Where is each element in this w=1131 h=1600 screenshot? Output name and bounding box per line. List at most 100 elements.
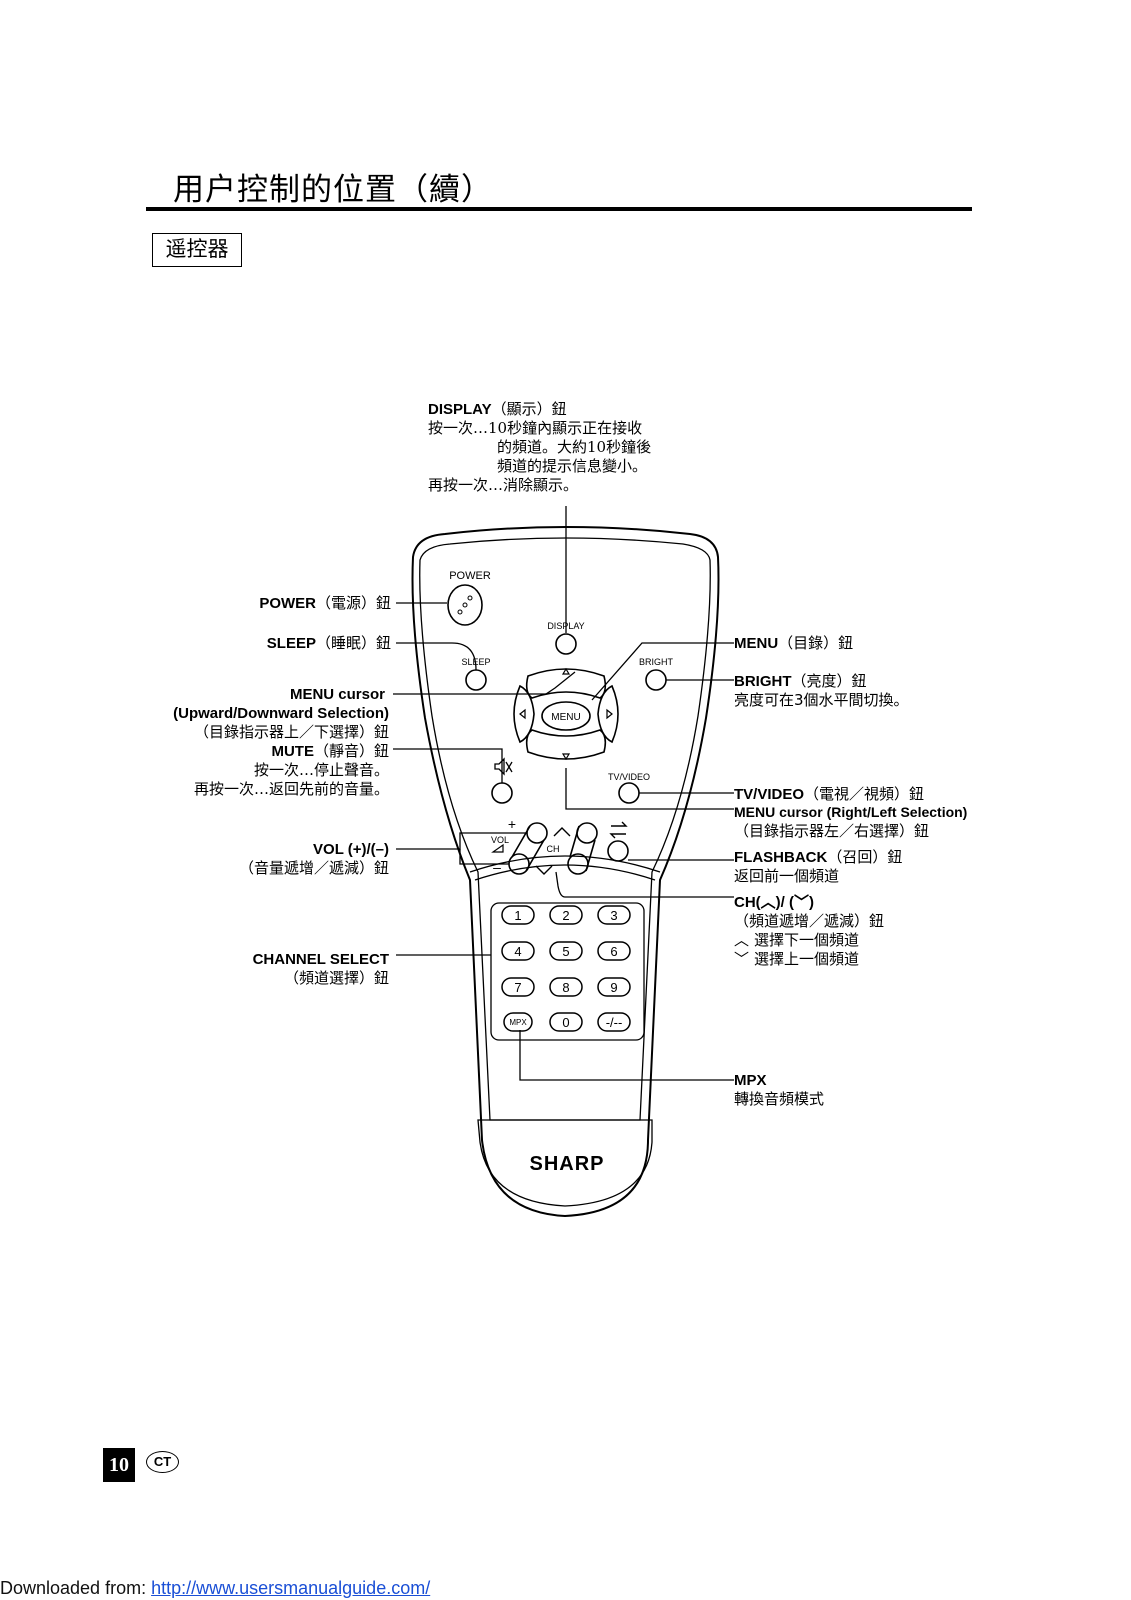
display-label-suffix: （顯示）鈕 [491,400,567,418]
display-desc-3: 頻道的提示信息變小。 [497,457,648,475]
menu-label-suffix: （目錄）鈕 [778,634,854,652]
bright-desc: 亮度可在3個水平間切換。 [734,691,909,709]
menu-cursor-ud-line2: (Upward/Downward Selection) [173,705,389,722]
display-label-name: DISPLAY [428,401,492,418]
menu-cursor-ud-label: MENU cursor (Upward/Downward Selection) … [173,685,389,799]
ch-label: CH(︿)/ (﹀) （頻道遞增／遞減）鈕 ︿選擇下一個頻道 ﹀選擇上一個頻道 [734,893,884,969]
mute-label-suffix: （靜音）鈕 [313,742,389,760]
key-dash-button-label: -/-- [606,1015,623,1030]
download-footer: Downloaded from: http://www.usersmanualg… [0,1578,430,1599]
key-0-button-label: 0 [562,1015,569,1030]
number-pad-panel [490,902,645,1041]
sleep-label-suffix: （睡眠）鈕 [315,634,391,652]
remote-bright-text: BRIGHT [639,657,674,667]
key-7-button[interactable]: 7 [501,977,535,997]
ch-down-desc: 選擇上一個頻道 [754,950,860,968]
footer-link[interactable]: http://www.usersmanualguide.com/ [151,1578,431,1598]
mute-desc-2: 再按一次…返回先前的音量。 [193,780,389,798]
key-3-button[interactable]: 3 [597,905,631,925]
page-number: 10 [103,1448,135,1482]
menu-cursor-rl-line1: MENU cursor (Right/Left Selection) [734,804,968,820]
key-3-button-label: 3 [610,908,617,923]
menu-label-name: MENU [734,635,779,652]
key-6-button[interactable]: 6 [597,941,631,961]
ch-label-name: CH(︿)/ (﹀) [734,894,814,911]
power-label-suffix: （電源）鈕 [315,594,391,612]
menu-button[interactable]: MENU [541,701,591,731]
vol-label-name: VOL (+)/(–) [313,841,389,858]
sleep-label: SLEEP（睡眠）鈕 [267,634,391,653]
remote-power-text: POWER [449,570,491,582]
display-desc-2: 的頻道。大約10秒鐘後 [497,438,652,456]
mpx-button-label: MPX [509,1018,527,1027]
key-8-button-label: 8 [562,980,569,995]
ch-rocker[interactable] [567,822,598,875]
key-9-button-label: 9 [610,980,617,995]
bright-label-suffix: （亮度）鈕 [791,672,867,690]
mute-label-name: MUTE [271,743,314,760]
bright-label-name: BRIGHT [734,673,792,690]
flashback-label-name: FLASHBACK [734,849,828,866]
power-button[interactable] [447,584,483,626]
key-2-button-label: 2 [562,908,569,923]
menu-label: MENU（目錄）鈕 [734,634,853,653]
sleep-button[interactable] [465,669,487,691]
key-2-button[interactable]: 2 [549,905,583,925]
key-0-button[interactable]: 0 [549,1012,583,1032]
display-button[interactable] [555,633,577,655]
key-5-button[interactable]: 5 [549,941,583,961]
key-9-button[interactable]: 9 [597,977,631,997]
bright-button[interactable] [645,669,667,691]
sleep-label-name: SLEEP [266,635,316,652]
leader-lines [393,506,734,1081]
remote-outer-body [411,526,720,1218]
flashback-label: FLASHBACK（召回）鈕 返回前一個頻道 [734,848,902,886]
mpx-label: MPX 轉換音頻模式 [734,1071,824,1109]
ch-label-line2: （頻道遞增／遞減）鈕 [734,912,885,930]
vol-label: VOL (+)/(–) （音量遞增／遞減）鈕 [239,840,389,878]
key-4-button[interactable]: 4 [501,941,535,961]
ch-up-small-icon: ︿ [734,931,750,949]
key-7-button-label: 7 [514,980,521,995]
language-badge: CT [146,1451,179,1473]
key-dash-button[interactable]: -/-- [597,1012,631,1032]
title-rule [146,207,972,211]
key-4-button-label: 4 [514,944,521,959]
display-label: DISPLAY（顯示）鈕 按一次…10秒鐘內顯示正在接收 的頻道。大約10秒鐘後… [428,400,651,495]
mpx-desc: 轉換音頻模式 [734,1090,825,1108]
vol-label-line2: （音量遞增／遞減）鈕 [238,859,389,877]
flashback-button[interactable] [607,840,629,862]
key-8-button[interactable]: 8 [549,977,583,997]
svg-text:MENU: MENU [551,712,580,723]
display-desc-1: 按一次…10秒鐘內顯示正在接收 [428,419,643,437]
mute-desc-1: 按一次…停止聲音。 [253,761,389,779]
power-label-name: POWER [259,595,316,612]
tvvideo-button[interactable] [618,782,640,804]
channel-select-label-line2: （頻道選擇）鈕 [283,969,389,987]
bright-label: BRIGHT（亮度）鈕 亮度可在3個水平間切換。 [734,672,909,710]
mpx-button[interactable]: MPX [503,1012,533,1032]
remote-inner-outline [419,537,711,1121]
ch-up-icon [553,827,571,837]
tvvideo-label: TV/VIDEO（電視／視頻）鈕 MENU cursor (Right/Left… [734,785,967,841]
mute-button[interactable] [491,782,513,804]
remote-tvvideo-text: TV/VIDEO [608,772,650,782]
channel-select-label-name: CHANNEL SELECT [252,951,389,968]
remote-minus-text: – [493,859,501,875]
ch-down-icon [535,865,553,875]
menu-cursor-pad[interactable] [513,667,619,761]
power-label: POWER（電源）鈕 [259,594,391,613]
tvvideo-label-suffix: （電視／視頻）鈕 [804,785,925,803]
key-5-button-label: 5 [562,944,569,959]
key-1-button[interactable]: 1 [501,905,535,925]
flashback-icon [609,821,628,839]
display-desc-4: 再按一次…消除顯示。 [428,476,579,494]
remote-ch-text: CH [547,844,560,854]
remote-plus-text: + [508,816,516,832]
footer-prefix: Downloaded from: [0,1578,152,1598]
ch-up-desc: 選擇下一個頻道 [754,931,860,949]
menu-cursor-ud-line3: （目錄指示器上／下選擇）鈕 [193,723,389,741]
tvvideo-label-name: TV/VIDEO [734,786,805,803]
